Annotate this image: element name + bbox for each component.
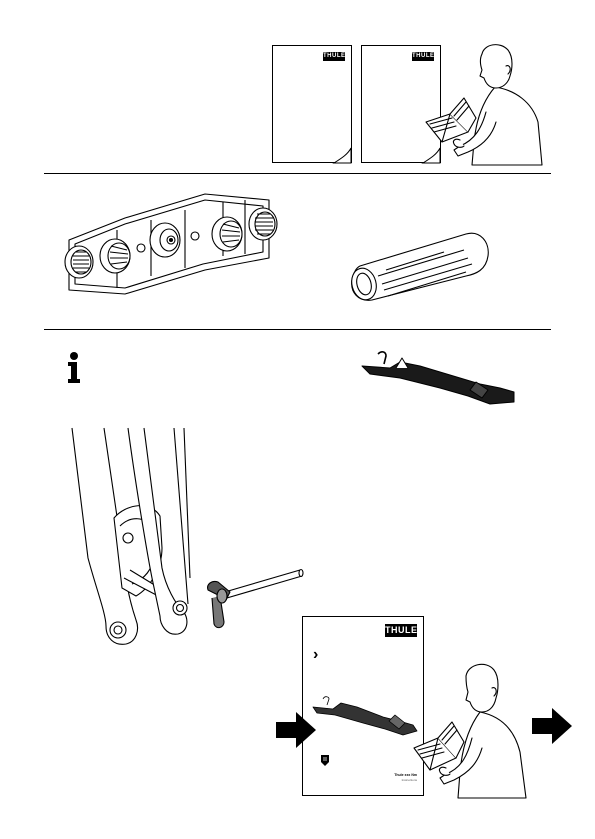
section-divider bbox=[44, 173, 551, 174]
info-icon bbox=[66, 352, 82, 384]
person-reading-illustration bbox=[414, 662, 532, 800]
manual-brand-logo: THULE bbox=[323, 52, 345, 61]
person-reading-illustration bbox=[420, 42, 550, 167]
cover-brand-logo: THULE bbox=[385, 624, 417, 637]
cover-badge-icon bbox=[321, 755, 329, 766]
arrow-right-icon bbox=[276, 712, 316, 748]
adapter-kit-frame-illustration bbox=[55, 190, 280, 302]
instruction-cover: THULE › Thule xxx Nm Instructions bbox=[302, 616, 424, 796]
arrow-right-icon bbox=[532, 708, 572, 744]
section-divider bbox=[44, 329, 551, 330]
adapter-tube-illustration bbox=[348, 226, 490, 302]
cover-chevron: › bbox=[313, 647, 318, 663]
page-curl-icon bbox=[334, 144, 354, 164]
thru-axle-holder-illustration bbox=[360, 350, 516, 408]
bike-fork-illustration bbox=[66, 428, 206, 650]
cover-product-illustration bbox=[311, 695, 419, 743]
thru-axle-illustration bbox=[206, 566, 304, 632]
